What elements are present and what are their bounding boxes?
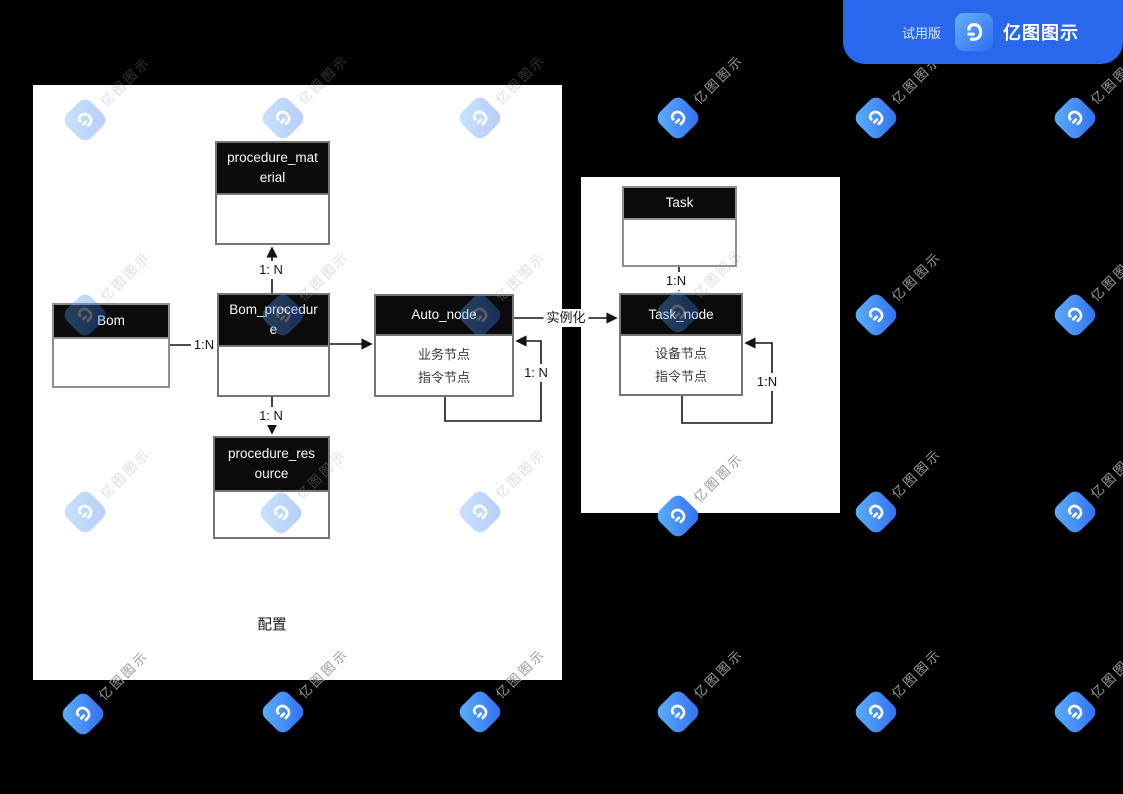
entity-body — [624, 220, 735, 265]
entity-body — [217, 195, 328, 243]
entity-title: Bom_procedure — [219, 295, 328, 347]
relation-label-instantiate[interactable]: 实例化 — [543, 309, 589, 327]
relation-label-task-task-node[interactable]: 1:N — [662, 272, 690, 290]
entity-title: procedure_resource — [215, 438, 328, 492]
entity-body — [219, 347, 328, 395]
trial-badge[interactable]: 试用版 亿图图示 — [843, 0, 1123, 64]
entity-procedure-resource[interactable]: procedure_resource — [213, 436, 330, 539]
relation-label-bom-procedure-resource[interactable]: 1: N — [256, 407, 286, 425]
entity-body: 业务节点 指令节点 — [376, 336, 512, 395]
entity-bom-procedure[interactable]: Bom_procedure — [217, 293, 330, 397]
entity-title: procedure_material — [217, 143, 328, 195]
entity-auto-node[interactable]: Auto_node 业务节点 指令节点 — [374, 294, 514, 397]
trial-version-label: 试用版 — [901, 25, 941, 41]
brand-name: 亿图图示 — [1003, 23, 1079, 43]
config-annotation[interactable]: 配置 — [257, 617, 287, 634]
relation-label-task-node-self[interactable]: 1:N — [753, 373, 781, 391]
entity-title: Task_node — [621, 295, 741, 336]
entity-body — [54, 339, 168, 386]
entity-task-node[interactable]: Task_node 设备节点 指令节点 — [619, 293, 743, 396]
edge-auto-node-self-loop — [444, 335, 542, 422]
entity-body-line: 设备节点 — [654, 346, 707, 361]
entity-body — [215, 492, 328, 537]
entity-body-line: 业务节点 — [417, 346, 470, 362]
edraw-logo-icon — [955, 13, 993, 51]
entity-title: Bom — [54, 305, 168, 339]
edge-task-node-self-loop — [681, 337, 773, 424]
entity-task[interactable]: Task — [622, 186, 737, 267]
entity-bom[interactable]: Bom — [52, 303, 170, 388]
relation-label-auto-node-self[interactable]: 1: N — [521, 364, 551, 382]
entity-body: 设备节点 指令节点 — [621, 336, 741, 394]
entity-title: Auto_node — [376, 296, 512, 336]
relation-label-bom-bom-procedure[interactable]: 1:N — [190, 336, 218, 354]
entity-body-line: 指令节点 — [654, 369, 707, 384]
entity-procedure-material[interactable]: procedure_material — [215, 141, 330, 245]
entity-title: Task — [624, 188, 735, 220]
entity-body-line: 指令节点 — [417, 369, 470, 385]
relation-label-bom-procedure-material[interactable]: 1: N — [256, 261, 286, 279]
